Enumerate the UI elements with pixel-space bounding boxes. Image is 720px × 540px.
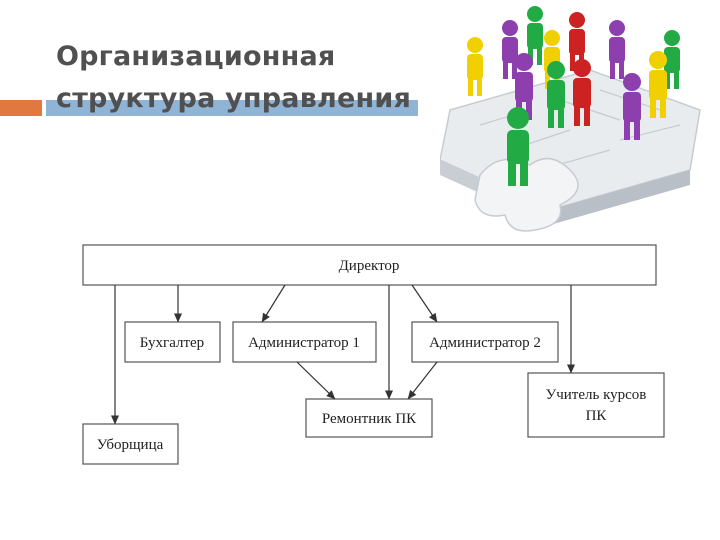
arrow-admin1-repairman bbox=[296, 361, 336, 400]
slide-title: Организационная структура управления bbox=[56, 41, 411, 114]
cleaner-box: Уборщица bbox=[82, 423, 179, 465]
admin1-label: Администратор 1 bbox=[248, 335, 360, 351]
teacher-label-line1: Учитель курсов bbox=[546, 387, 647, 403]
people-on-puzzle-icon bbox=[440, 6, 701, 232]
admin2-label: Администратор 2 bbox=[429, 335, 541, 351]
repairman-label: Ремонтник ПК bbox=[322, 411, 417, 427]
admin2-box: Администратор 2 bbox=[411, 321, 559, 363]
teacher-label-line2: ПК bbox=[586, 408, 608, 424]
cleaner-label: Уборщица bbox=[97, 437, 164, 453]
accountant-box: Бухгалтер bbox=[124, 321, 221, 363]
title-accent-orange bbox=[0, 100, 42, 116]
director-label: Директор bbox=[339, 258, 400, 274]
director-box: Директор bbox=[82, 244, 657, 286]
arrow-admin2-repairman bbox=[407, 361, 438, 400]
arrow-director-admin1 bbox=[261, 284, 286, 323]
teacher-box: Учитель курсов ПК bbox=[527, 372, 665, 438]
arrow-director-admin2 bbox=[411, 284, 438, 323]
accountant-label: Бухгалтер bbox=[140, 335, 204, 351]
repairman-box: Ремонтник ПК bbox=[305, 398, 433, 438]
people-group bbox=[467, 6, 680, 186]
title-accent-blue bbox=[46, 100, 418, 116]
admin1-box: Администратор 1 bbox=[232, 321, 377, 363]
